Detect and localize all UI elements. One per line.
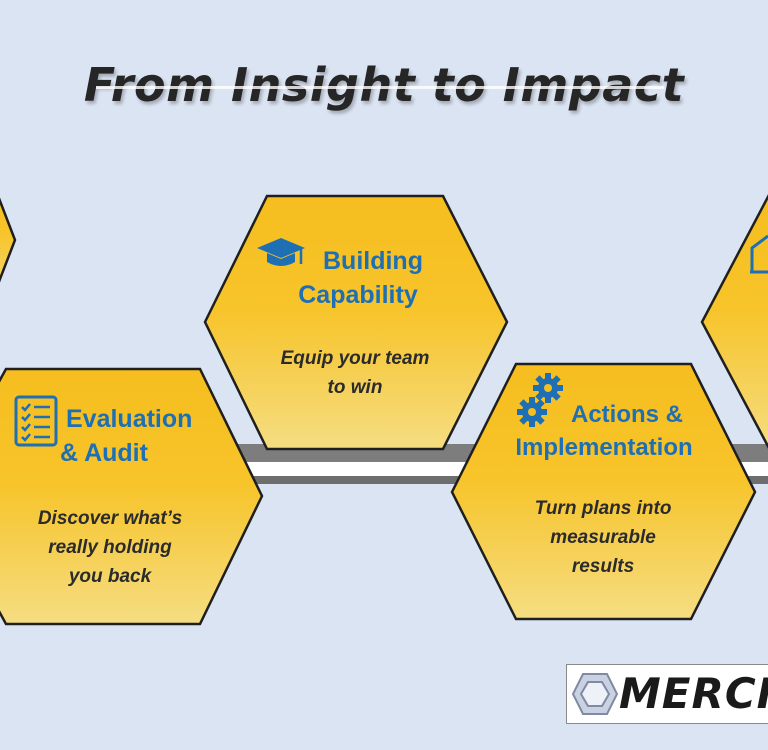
- desc-line: measurable: [550, 527, 656, 548]
- hexagon-actions: [450, 362, 757, 621]
- heading-line: Implementation: [515, 434, 693, 461]
- hexagon-building: [203, 194, 509, 451]
- title-underline: [96, 86, 664, 89]
- step-heading-evaluation: Evaluation & Audit: [60, 402, 210, 470]
- graduation-cap-icon: [255, 236, 307, 275]
- hexagon-logo-icon: [571, 673, 619, 715]
- step-desc-building: Equip your team to win: [255, 344, 455, 402]
- checklist-icon: [14, 395, 58, 452]
- heading-line: & Audit: [60, 439, 148, 467]
- desc-line: Equip your team: [280, 348, 430, 369]
- hexagon-left-partial: [0, 197, 17, 283]
- company-logo: MERCH: [566, 664, 768, 724]
- desc-line: Discover what’s: [37, 508, 183, 529]
- step-heading-building: Building Capability: [268, 244, 448, 312]
- heading-line: Building: [323, 247, 423, 275]
- heading-line: Actions &: [570, 401, 683, 428]
- heading-line: Evaluation: [66, 405, 193, 433]
- step-desc-actions: Turn plans into measurable results: [503, 494, 703, 581]
- desc-line: really holding: [48, 537, 172, 558]
- desc-line: you back: [68, 566, 152, 587]
- desc-line: results: [571, 556, 635, 577]
- logo-text: MERCH: [619, 669, 768, 718]
- step-desc-evaluation: Discover what’s really holding you back: [8, 504, 212, 591]
- desc-line: to win: [327, 377, 383, 398]
- step-heading-actions: Actions & Implementation: [500, 398, 708, 464]
- gears-icon: [516, 372, 564, 435]
- hexagon-evaluation: [0, 367, 264, 626]
- page-title: From Insight to Impact: [83, 58, 685, 112]
- desc-line: Turn plans into: [534, 498, 672, 519]
- house-icon: [750, 234, 768, 274]
- heading-line: Capability: [298, 281, 418, 309]
